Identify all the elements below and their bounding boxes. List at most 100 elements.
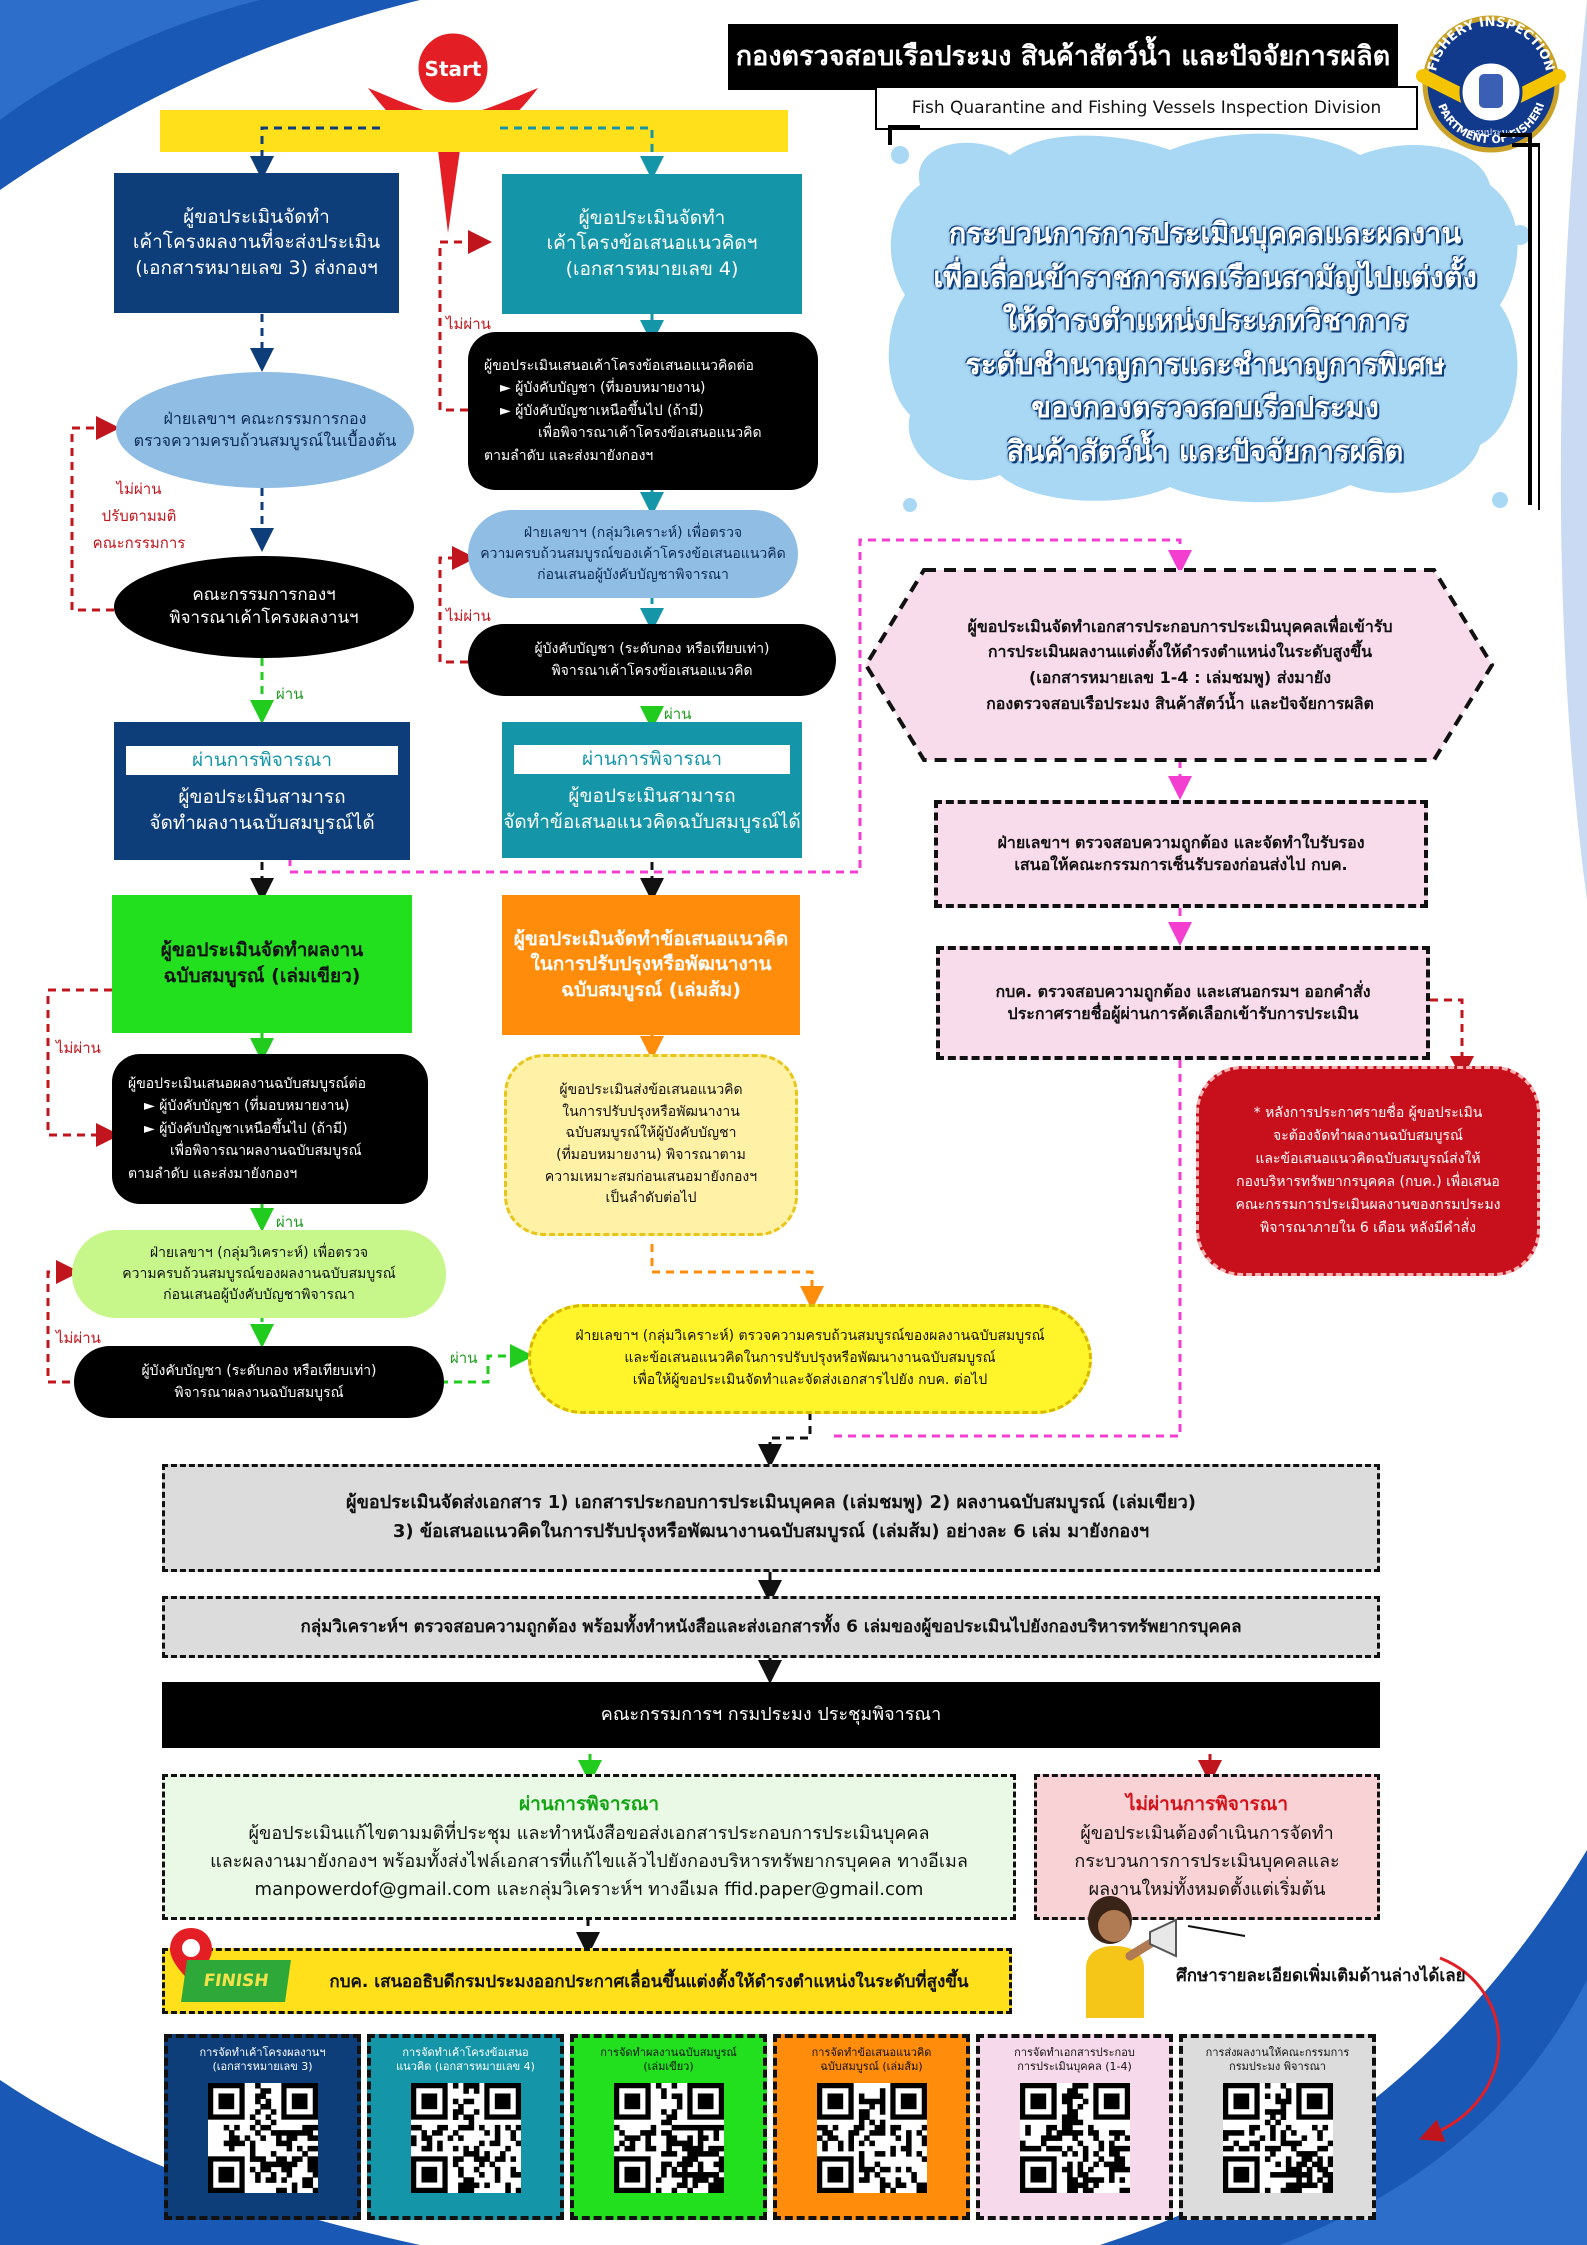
text-line: ผลงานใหม่ทั้งหมดตั้งแต่เริ่มต้น [1088, 1878, 1326, 1900]
qr-card-green-book[interactable]: การจัดทำผลงานฉบับสมบูรณ์ (เล่มเขียว) [570, 2034, 767, 2220]
text-line: ผู้บังคับบัญชา (ระดับกอง หรือเทียบเท่า) [141, 1362, 377, 1379]
text-line: ฉบับสมบูรณ์ (เล่มส้ม) [561, 978, 741, 1001]
text-line: จัดทำข้อเสนอแนวคิดฉบับสมบูรณ์ได้ [503, 810, 801, 833]
right-secretary-certify: ฝ่ายเลขาฯ ตรวจสอบความถูกต้อง และจัดทำใบร… [934, 800, 1428, 908]
mid-secretary-check: ฝ่ายเลขาฯ (กลุ่มวิเคราะห์) เพื่อตรวจ ควา… [468, 510, 798, 598]
mid-fail2-label: ไม่ผ่าน [446, 607, 491, 625]
analysis-check-box: กลุ่มวิเคราะห์ฯ ตรวจสอบความถูกต้อง พร้อม… [162, 1596, 1380, 1658]
pass-header: ผ่านการพิจารณา [514, 744, 790, 775]
text-line: ฝ่ายเลขาฯ (กลุ่มวิเคราะห์) เพื่อตรวจ [149, 1244, 369, 1261]
text-line: กลุ่มวิเคราะห์ฯ ตรวจสอบความถูกต้อง พร้อม… [300, 1616, 1242, 1637]
bottom-yellow-check: ฝ่ายเลขาฯ (กลุ่มวิเคราะห์) ตรวจความครบถ้… [528, 1304, 1092, 1414]
qr-card-title: (เล่มเขียว) [643, 2060, 694, 2074]
text-line: พิจารณาเค้าโครงผลงานฯ [169, 608, 359, 628]
left-lightgreen-check: ฝ่ายเลขาฯ (กลุ่มวิเคราะห์) เพื่อตรวจ ควา… [72, 1230, 446, 1318]
qr-card-concept-outline[interactable]: การจัดทำเค้าโครงข้อเสนอ แนวคิด (เอกสารหม… [367, 2034, 564, 2220]
title-text: กระบวนการการประเมินบุคคลและผลงาน เพื่อเล… [905, 190, 1505, 495]
mid-yellow-box: ผู้ขอประเมินส่งข้อเสนอแนวคิด ในการปรับปร… [504, 1054, 798, 1236]
left-outline-box: ผู้ขอประเมินจัดทำ เค้าโครงผลงานที่จะส่งป… [114, 173, 399, 313]
text-line: ตามลำดับ และส่งมายังกองฯ [128, 1165, 298, 1182]
qr-card-orange-book[interactable]: การจัดทำข้อเสนอแนวคิด ฉบับสมบูรณ์ (เล่มส… [773, 2034, 970, 2220]
text-line: ผู้ขอประเมินสามารถ [568, 785, 736, 808]
finish-tag: FINISH [181, 1960, 291, 2002]
text-line: ฉบับสมบูรณ์ให้ผู้บังคับบัญชา [565, 1125, 737, 1142]
title-line: เพื่อเลื่อนข้าราชการพลเรือนสามัญไปแต่งตั… [933, 259, 1477, 294]
finish-text: กบค. เสนออธิบดีกรมประมงออกประกาศเลื่อนขึ… [329, 1971, 969, 1992]
text-line: ก่อนเสนอผู้บังคับบัญชาพิจารณา [163, 1286, 355, 1303]
mid-present-box: ผู้ขอประเมินเสนอเค้าโครงข้อเสนอแนวคิดต่อ… [468, 332, 818, 490]
title-line: กระบวนการการประเมินบุคคลและผลงาน [948, 216, 1462, 250]
text-line: * หลังการประกาศรายชื่อ ผู้ขอประเมิน [1253, 1104, 1483, 1121]
text-line: ผู้ขอประเมินต้องดำเนินการจัดทำ [1080, 1822, 1334, 1844]
qr-card-title: การจัดทำเค้าโครงข้อเสนอ [402, 2046, 529, 2059]
left-secretary-check: ฝ่ายเลขาฯ คณะกรรมการกอง ตรวจความครบถ้วนส… [116, 372, 414, 488]
text-line: ในการปรับปรุงหรือพัฒนางาน [562, 1103, 740, 1120]
left-pass-box: ผ่านการพิจารณา ผู้ขอประเมินสามารถ จัดทำผ… [114, 722, 410, 860]
qr-card-title: (เอกสารหมายเลข 3) [212, 2060, 313, 2074]
left-pass2-label: ผ่าน [276, 1213, 304, 1231]
text-line: ตรวจความครบถ้วนสมบูรณ์ในเบื้องต้น [133, 431, 397, 450]
text-line: ผู้ขอประเมินจัดทำข้อเสนอแนวคิด [513, 927, 789, 950]
text-line: จะต้องจัดทำผลงานฉบับสมบูรณ์ [1273, 1127, 1463, 1144]
qr-code-icon [207, 2082, 318, 2193]
left-present-box: ผู้ขอประเมินเสนอผลงานฉบับสมบูรณ์ต่อ ► ผู… [112, 1054, 428, 1204]
text-line: เค้าโครงข้อเสนอแนวคิดฯ [546, 232, 758, 255]
title-line: ของกองตรวจสอบเรือประมง [1031, 390, 1379, 424]
text-line: คณะกรรมการกองฯ [192, 585, 336, 606]
left-fail-label: ไม่ผ่าน ปรับตามมติ คณะกรรมการ [84, 476, 194, 557]
qr-card-title: แนวคิด (เอกสารหมายเลข 4) [396, 2060, 535, 2074]
text-line: ฝ่ายเลขาฯ คณะกรรมการกอง [163, 409, 367, 429]
text-line: ผู้ขอประเมินส่งข้อเสนอแนวคิด [559, 1081, 743, 1098]
text-line: การประเมินผลงานแต่งตั้งให้ดำรงตำแหน่งในร… [987, 642, 1373, 662]
qr-card-pink-book[interactable]: การจัดทำเอกสารประกอบ การประเมินบุคคล (1-… [976, 2034, 1173, 2220]
text-line: เสนอให้คณะกรรมการเซ็นรับรองก่อนส่งไป กบค… [1014, 855, 1348, 874]
text-line: ผู้ขอประเมินจัดส่งเอกสาร 1) เอกสารประกอบ… [346, 1492, 1196, 1514]
qr-card-title: การส่งผลงานให้คณะกรรมการ [1205, 2046, 1350, 2059]
qr-card-title: ฉบับสมบูรณ์ (เล่มส้ม) [820, 2060, 923, 2074]
text-line: กองบริหารทรัพยากรบุคคล (กบค.) เพื่อเสนอ [1236, 1174, 1500, 1190]
title-line: สินค้าสัตว์น้ำ และปัจจัยการผลิต [1006, 433, 1404, 468]
qr-card-title: การจัดทำเค้าโครงผลงานฯ [199, 2046, 326, 2059]
text-line: 3) ข้อเสนอแนวคิดในการปรับปรุงหรือพัฒนางา… [392, 1521, 1150, 1542]
text-line: พิจารณาภายใน 6 เดือน หลังมีคำสั่ง [1260, 1220, 1476, 1237]
text-line: เพื่อพิจารณาผลงานฉบับสมบูรณ์ [170, 1143, 362, 1160]
qr-code-icon [410, 2082, 521, 2193]
text-line: (เอกสารหมายเลข 1-4 : เล่มชมพู) ส่งมายัง [1028, 668, 1332, 687]
right-note-box: * หลังการประกาศรายชื่อ ผู้ขอประเมิน จะต้… [1196, 1066, 1540, 1276]
left-green-book-box: ผู้ขอประเมินจัดทำผลงาน ฉบับสมบูรณ์ (เล่ม… [112, 895, 412, 1033]
right-kbk-announce: กบค. ตรวจสอบความถูกต้อง และเสนอกรมฯ ออกค… [936, 946, 1430, 1060]
pass-header: ผ่านการพิจารณา [125, 745, 399, 776]
right-hexagon-text: ผู้ขอประเมินจัดทำเอกสารประกอบการประเมินบ… [920, 580, 1440, 750]
right-hexagon-shape [863, 568, 1495, 762]
text-line: ► ผู้บังคับบัญชา (ที่มอบหมายงาน) [500, 380, 706, 397]
text-line: ผู้ขอประเมินจัดทำ [183, 205, 330, 228]
text-line: คณะกรรมการประเมินผลงานของกรมประมง [1235, 1197, 1501, 1214]
text-line: ในการปรับปรุงหรือพัฒนางาน [530, 953, 772, 976]
person-megaphone-icon [1058, 1890, 1188, 2018]
text-line: ความครบถ้วนสมบูรณ์ของเค้าโครงข้อเสนอแนวค… [480, 545, 786, 562]
finish-bar [162, 1948, 1012, 2014]
fail-result-header: ไม่ผ่านการพิจารณา [1125, 1793, 1289, 1816]
text-line: เค้าโครงผลงานที่จะส่งประเมิน [132, 231, 381, 254]
start-bar [160, 110, 788, 152]
text-line: (เอกสารหมายเลข 4) [565, 257, 739, 280]
text-line: ผู้ขอประเมินจัดทำผลงาน [160, 939, 364, 962]
mid-boss-review: ผู้บังคับบัญชา (ระดับกอง หรือเทียบเท่า) … [468, 624, 836, 696]
mid-outline-box: ผู้ขอประเมินจัดทำ เค้าโครงข้อเสนอแนวคิดฯ… [502, 174, 802, 314]
text-line: ► ผู้บังคับบัญชา (ที่มอบหมายงาน) [144, 1098, 350, 1115]
qr-code-icon [1222, 2082, 1333, 2193]
text-line: ฝ่ายเลขาฯ (กลุ่มวิเคราะห์) เพื่อตรวจ [523, 524, 743, 541]
text-line: ฝ่ายเลขาฯ ตรวจสอบความถูกต้อง และจัดทำใบร… [997, 833, 1365, 853]
left-fail2-label: ไม่ผ่าน [56, 1039, 101, 1057]
study-more-text: ศึกษารายละเอียดเพิ่มเติมด้านล่างได้เลย [1176, 1966, 1466, 1986]
text-line: ผู้บังคับบัญชา (ระดับกอง หรือเทียบเท่า) [534, 640, 770, 657]
mid-fail-label: ไม่ผ่าน [446, 315, 491, 333]
text-line: (ที่มอบหมายงาน) พิจารณาตาม [556, 1147, 746, 1163]
text-line: ► ผู้บังคับบัญชาเหนือขึ้นไป (ถ้ามี) [500, 402, 704, 419]
left-boss-review: ผู้บังคับบัญชา (ระดับกอง หรือเทียบเท่า) … [74, 1346, 444, 1418]
qr-card-committee-submit[interactable]: การส่งผลงานให้คณะกรรมการ กรมประมง พิจารณ… [1179, 2034, 1376, 2220]
header-title-th: กองตรวจสอบเรือประมง สินค้าสัตว์น้ำ และปั… [728, 24, 1398, 90]
qr-card-outline[interactable]: การจัดทำเค้าโครงผลงานฯ (เอกสารหมายเลข 3) [164, 2034, 361, 2220]
logo-text-inner: กรมประมง [1470, 128, 1512, 138]
left-pass3-label: ผ่าน [450, 1349, 478, 1367]
